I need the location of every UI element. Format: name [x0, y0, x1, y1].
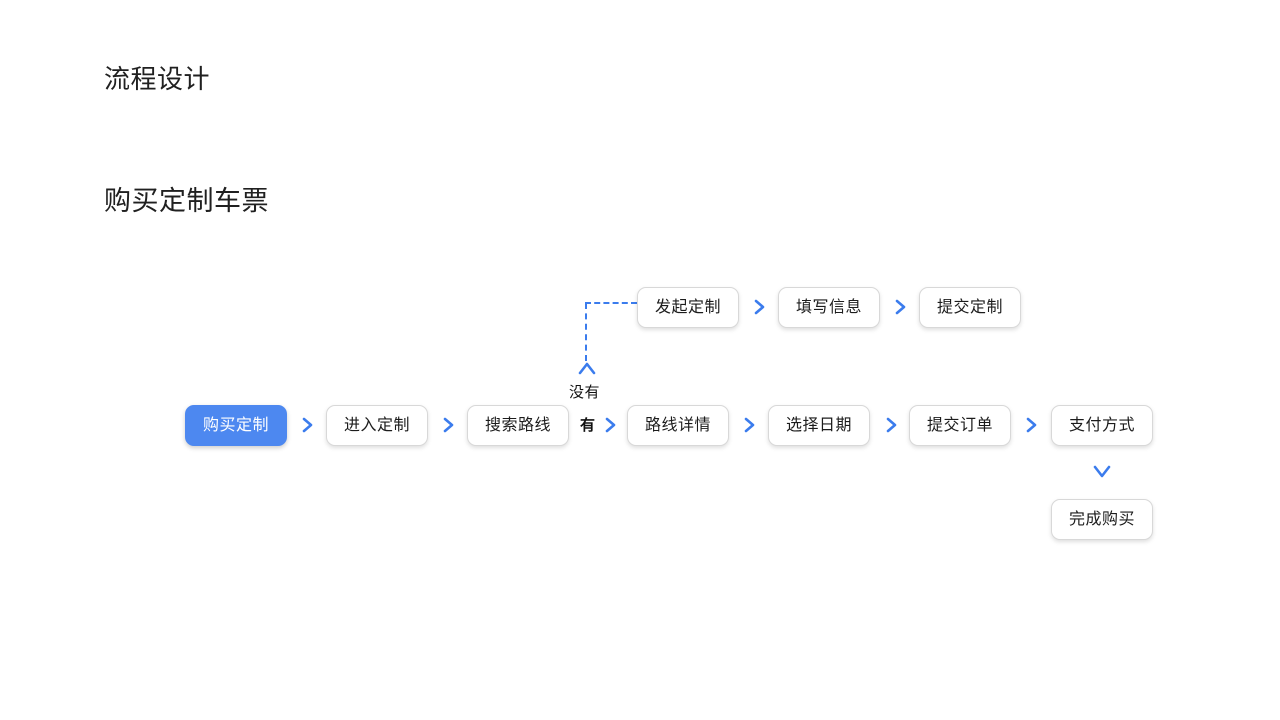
dashed-connector-horizontal	[585, 302, 637, 304]
chevron-down-icon	[1092, 465, 1112, 479]
flow-node-label: 填写信息	[795, 298, 862, 316]
chevron-right-icon	[1023, 416, 1041, 434]
flow-node-fill-info[interactable]: 填写信息	[778, 287, 880, 328]
flow-node-route-detail[interactable]: 路线详情	[627, 405, 729, 446]
flow-node-label: 选择日期	[785, 416, 852, 434]
branch-label-yes: 有	[580, 417, 596, 434]
flow-node-submit-custom[interactable]: 提交定制	[919, 287, 1021, 328]
flow-node-label: 搜索路线	[484, 416, 551, 434]
flow-node-complete-purchase[interactable]: 完成购买	[1051, 499, 1153, 540]
flow-node-payment-method[interactable]: 支付方式	[1051, 405, 1153, 446]
flow-node-label: 提交定制	[936, 298, 1003, 316]
section-title: 购买定制车票	[104, 186, 269, 216]
chevron-right-icon	[299, 416, 317, 434]
dashed-connector-vertical	[585, 303, 587, 361]
flow-node-label: 购买定制	[202, 416, 269, 434]
chevron-up-icon	[577, 361, 597, 375]
chevron-right-icon	[602, 416, 620, 434]
chevron-right-icon	[741, 416, 759, 434]
flow-node-search-route[interactable]: 搜索路线	[467, 405, 569, 446]
flow-node-label: 发起定制	[654, 298, 721, 316]
page-title: 流程设计	[104, 64, 211, 94]
chevron-right-icon	[440, 416, 458, 434]
flow-node-label: 提交订单	[926, 416, 993, 434]
flow-node-label: 支付方式	[1068, 416, 1135, 434]
flow-node-label: 路线详情	[644, 416, 711, 434]
branch-label-no: 没有	[569, 384, 601, 401]
flow-node-label: 进入定制	[343, 416, 410, 434]
flow-node-label: 完成购买	[1068, 510, 1135, 528]
flow-node-enter-custom[interactable]: 进入定制	[326, 405, 428, 446]
chevron-right-icon	[751, 298, 769, 316]
flow-node-select-date[interactable]: 选择日期	[768, 405, 870, 446]
chevron-right-icon	[883, 416, 901, 434]
flow-node-buy-custom[interactable]: 购买定制	[185, 405, 287, 446]
flow-node-initiate-custom[interactable]: 发起定制	[637, 287, 739, 328]
chevron-right-icon	[892, 298, 910, 316]
flow-node-submit-order[interactable]: 提交订单	[909, 405, 1011, 446]
